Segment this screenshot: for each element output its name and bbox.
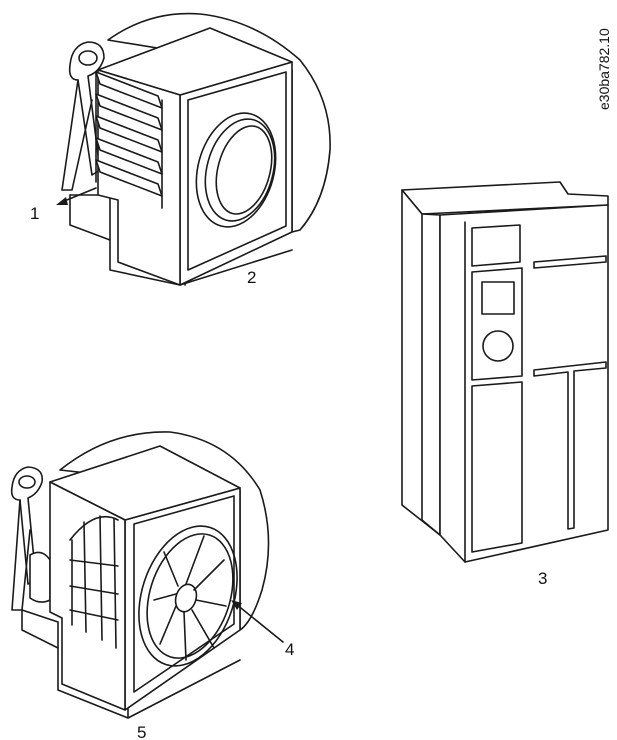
label-2: 2	[247, 268, 256, 287]
fan-with-impeller	[10, 431, 270, 719]
callout-3: 3	[538, 569, 547, 588]
label-3: 3	[538, 569, 547, 588]
callout-5: 5	[137, 723, 146, 740]
drive-cabinet	[401, 181, 609, 563]
callout-2: 2	[247, 268, 256, 287]
damper-louvers	[95, 71, 163, 209]
label-1: 1	[30, 204, 39, 223]
impeller-wheel	[138, 525, 238, 667]
figure-code: e30ba782.10	[596, 28, 612, 110]
callout-4: 4	[231, 600, 294, 659]
impeller-side-blades	[69, 515, 119, 649]
callout-1: 1	[30, 187, 97, 223]
label-4: 4	[285, 640, 294, 659]
label-5: 5	[137, 723, 146, 740]
fan-with-damper	[61, 12, 331, 286]
